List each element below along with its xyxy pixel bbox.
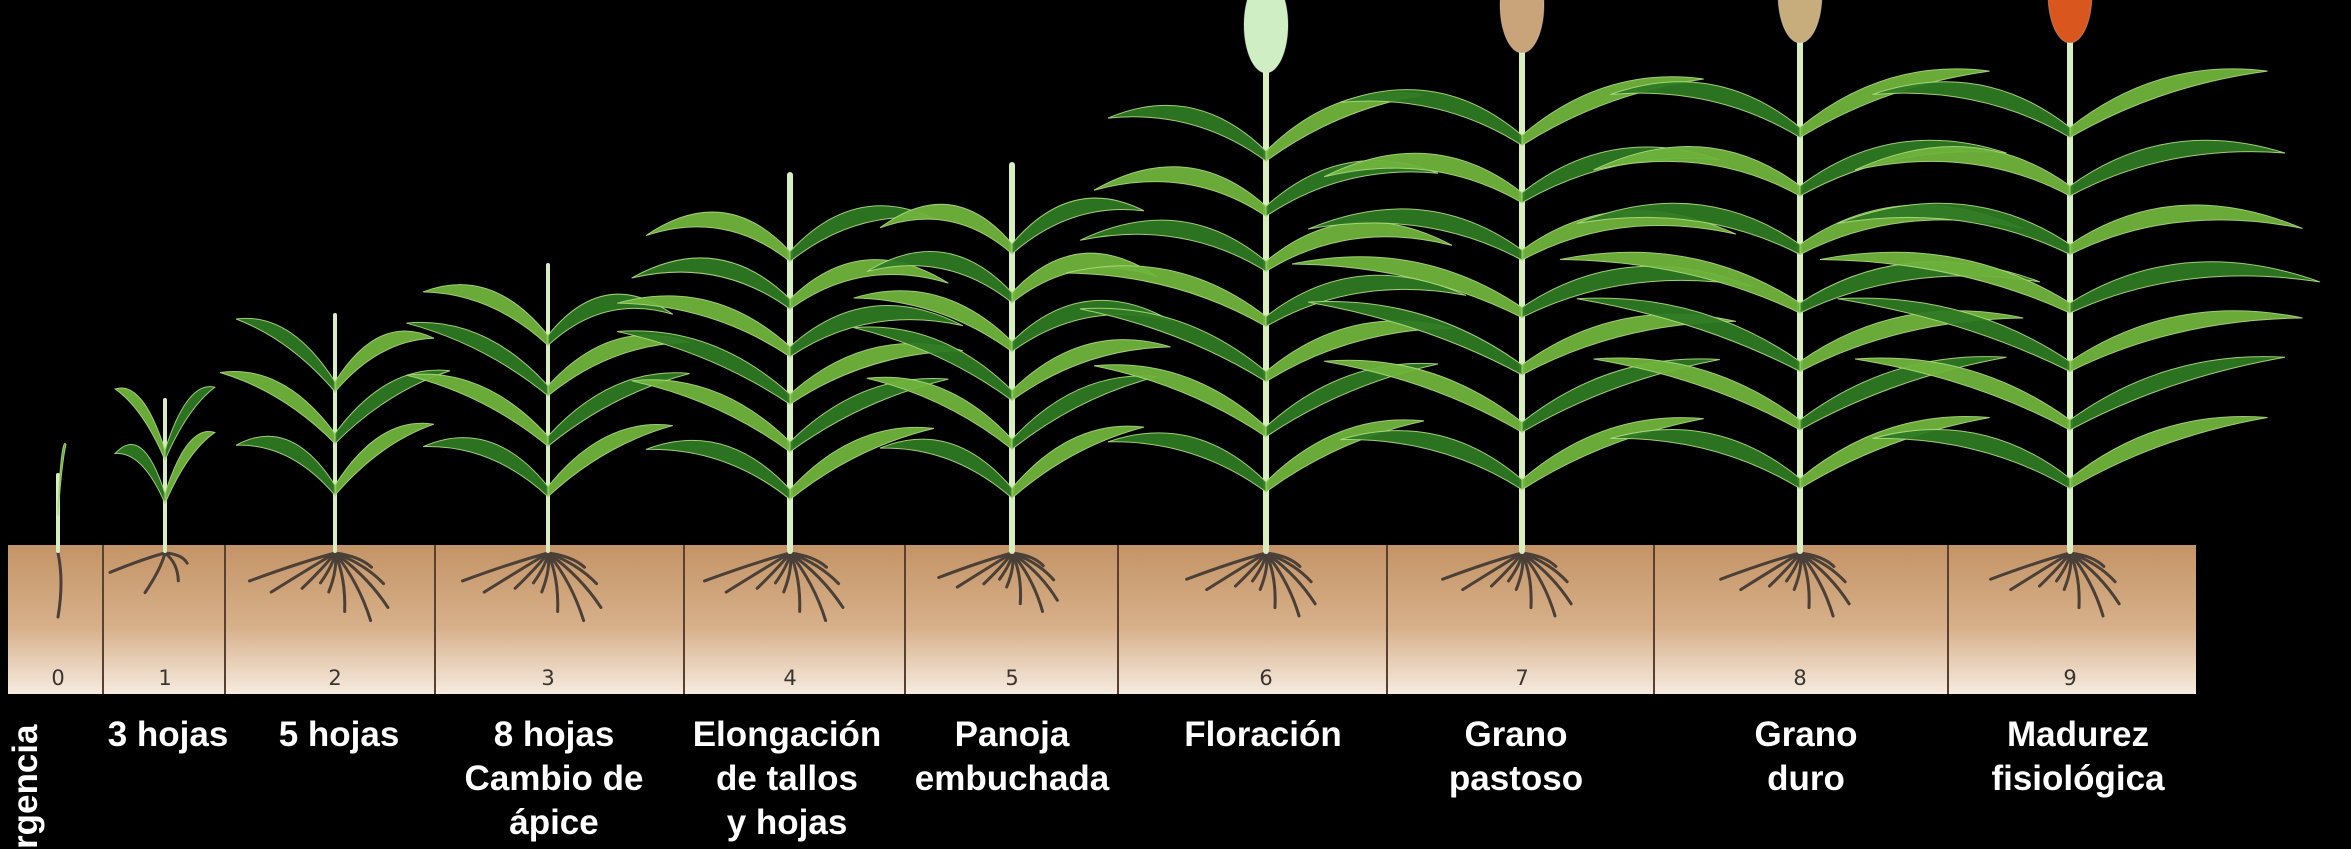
stage-6-label: Floración [1184, 713, 1342, 757]
panicle [1778, 0, 1822, 43]
stage-number-2: 2 [328, 666, 341, 690]
stage-8-label: Grano duro [1754, 713, 1857, 801]
panicle [2048, 0, 2092, 43]
stage-number-8: 8 [1793, 666, 1806, 690]
stage-1-label: 3 hojas [108, 713, 229, 757]
plants [58, 0, 2320, 621]
stage-5-label: Panoja embuchada [915, 713, 1110, 801]
stage-2-label: 5 hojas [279, 713, 400, 757]
stage-number-0: 0 [51, 666, 64, 690]
stage-9-label: Madurez fisiológica [1991, 713, 2164, 801]
stage-number-7: 7 [1515, 666, 1528, 690]
stage-0-label: rgencia [6, 725, 46, 849]
stage-number-6: 6 [1259, 666, 1272, 690]
stage-number-9: 9 [2063, 666, 2076, 690]
stage-number-4: 4 [783, 666, 796, 690]
stage-3-label: 8 hojas Cambio de ápice [465, 713, 644, 845]
stage-number-5: 5 [1005, 666, 1018, 690]
stage-number-3: 3 [541, 666, 554, 690]
stage-7-label: Grano pastoso [1449, 713, 1583, 801]
stage-4-label: Elongación de tallos y hojas [693, 713, 882, 845]
panicle [1244, 0, 1288, 73]
stage-number-1: 1 [158, 666, 171, 690]
plant-stage-9 [1820, 0, 2320, 616]
panicle [1500, 0, 1544, 53]
